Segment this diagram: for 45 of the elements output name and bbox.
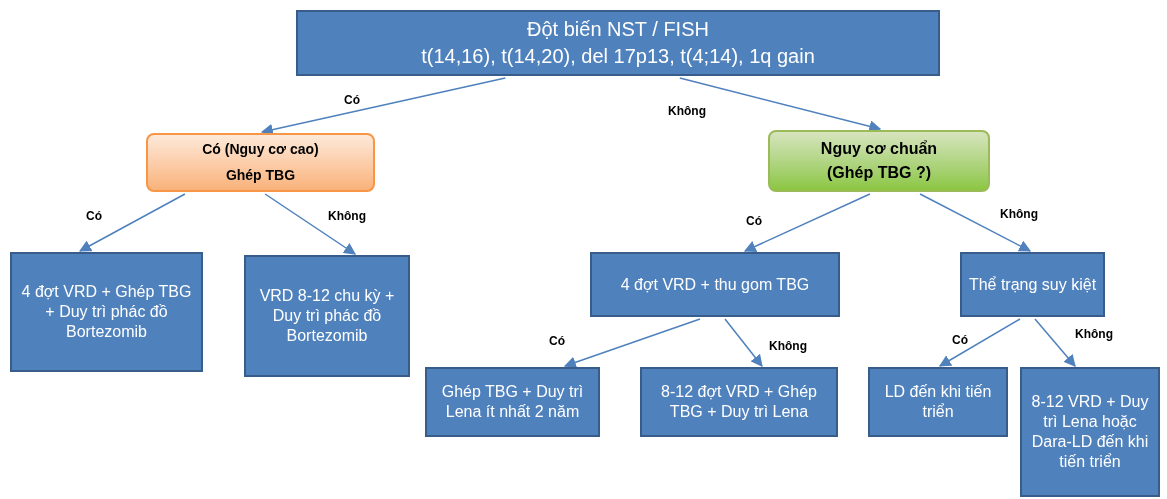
arrow [724, 318, 763, 367]
arrow [938, 318, 1021, 367]
process-box [146, 133, 375, 192]
process-box [1020, 367, 1160, 497]
arrow [79, 193, 186, 252]
edge-label: Có [952, 332, 968, 349]
process-box [296, 10, 940, 76]
box-text: Nguy cơ chuẩn [820, 139, 938, 159]
box-text: Ghép TBG + Duy trì Lena ít nhất 2 năm [440, 382, 585, 422]
box-text: Ghép TBG [225, 166, 296, 184]
box-text: (Ghép TBG ?) [827, 163, 931, 183]
process-box [868, 367, 1008, 437]
box-text: LD đến khi tiến triển [883, 382, 993, 422]
box-text: Có (Nguy cơ cao) [202, 141, 319, 159]
box-text: Đột biến NST / FISH [527, 17, 709, 42]
box-text: 8-12 VRD + Duy trì Lena hoặc Dara-LD đến khi tiến triển [1030, 392, 1150, 472]
arrow [1034, 318, 1076, 367]
edge-label: Không [1000, 206, 1038, 223]
box-text: 4 đợt VRD + Ghép TBG + Duy trì phác đồ Bortezomib [20, 282, 193, 342]
box-text: t(14,16), t(14,20), del 17p13, t(4;14), 1q gain [421, 44, 815, 69]
box-text: 8-12 đợt VRD + Ghép TBG + Duy trì Lena [660, 382, 818, 422]
process-box [640, 367, 838, 437]
edge-label: Có [549, 333, 565, 350]
arrow [563, 318, 701, 369]
edge-label: Không [328, 208, 366, 225]
box-text: Thể trạng suy kiệt [968, 274, 1097, 295]
edge-label: Không [668, 103, 706, 120]
edge-label: Có [86, 208, 102, 225]
box-text: 4 đợt VRD + thu gom TBG [620, 274, 810, 295]
arrow [743, 193, 871, 252]
process-box [768, 130, 990, 192]
edge-label: Có [746, 213, 762, 230]
arrow [919, 193, 1032, 252]
edge-label: Có [344, 92, 360, 109]
edge-label: Không [769, 338, 807, 355]
process-box [590, 252, 840, 317]
process-box [960, 252, 1105, 317]
edge-label: Không [1075, 326, 1113, 343]
arrow [679, 77, 882, 133]
process-box [244, 255, 410, 377]
process-box [10, 252, 203, 372]
arrow [264, 193, 357, 255]
arrow [260, 77, 507, 136]
box-text: VRD 8-12 chu kỳ + Duy trì phác đồ Bortezomib [258, 286, 396, 346]
process-box [425, 367, 600, 437]
